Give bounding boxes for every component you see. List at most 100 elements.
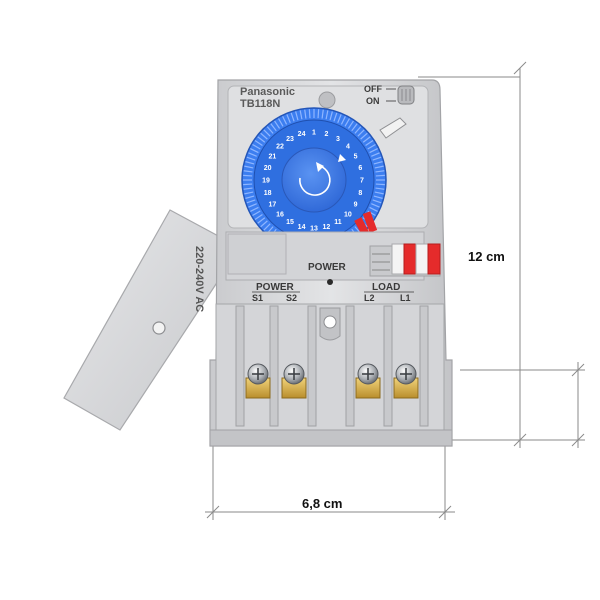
dial-tooth	[282, 116, 288, 125]
dial-number: 22	[276, 144, 284, 151]
dial-tooth	[369, 206, 378, 212]
power-indicator-led	[327, 279, 333, 285]
dial-tooth	[372, 156, 382, 161]
dial-number: 21	[269, 154, 277, 161]
cover-slot	[227, 233, 287, 275]
terminal-l1[interactable]	[393, 363, 419, 399]
dial-tooth	[375, 174, 385, 177]
terminal-s1[interactable]	[245, 363, 271, 399]
time-pointer-icon	[338, 154, 346, 162]
mounting-hole-center	[323, 315, 337, 329]
dial-tooth	[372, 199, 382, 204]
brand-label: Panasonic	[240, 86, 295, 98]
dial-number: 1	[312, 130, 316, 137]
switch-off-label: OFF	[364, 84, 382, 94]
dial-tooth	[250, 206, 259, 212]
dial-tooth	[371, 152, 380, 157]
dial-tooth	[374, 191, 384, 195]
dial-tooth	[243, 187, 253, 190]
power-indicator-label: POWER	[308, 262, 347, 273]
dial-tooth	[245, 161, 255, 165]
dial-tooth	[365, 140, 374, 147]
dial-tooth	[369, 148, 378, 154]
dial-tooth	[257, 136, 266, 143]
dial-tooth	[337, 114, 342, 123]
dial-tooth	[325, 110, 329, 120]
dial-tooth	[244, 165, 254, 169]
dial-number: 10	[344, 211, 352, 218]
dial-tooth	[244, 191, 254, 195]
dial-number: 5	[354, 154, 358, 161]
dial-tooth	[248, 152, 257, 157]
dial-tooth	[254, 140, 263, 147]
dial-number: 3	[336, 136, 340, 143]
dial-tooth	[299, 110, 303, 120]
dial-number: 23	[286, 136, 294, 143]
dial-tooth	[333, 112, 338, 122]
dial-tooth	[375, 187, 385, 190]
dial-tooth	[263, 129, 271, 137]
set-lever[interactable]	[379, 117, 407, 139]
dial-number: 16	[276, 211, 284, 218]
terminal-l2[interactable]	[355, 363, 381, 399]
dial-tooth	[257, 217, 266, 224]
dial-tooth	[317, 109, 320, 119]
dial-tooth	[277, 118, 284, 127]
detached-cover: 220-240V AC	[63, 209, 223, 431]
dial-tooth	[375, 170, 385, 173]
dial-number: 11	[334, 219, 342, 226]
switch-on-label: ON	[366, 96, 380, 106]
dial-tooth	[270, 123, 277, 132]
cover-screw-hole	[152, 321, 166, 335]
dial-number: 15	[286, 219, 294, 226]
dial-number: 17	[269, 202, 277, 209]
dial-tooth	[321, 109, 324, 119]
dial-tooth	[274, 120, 281, 129]
dial-tooth	[250, 148, 259, 154]
dial-number: 13	[310, 226, 318, 233]
terminal-l2-label: L2	[364, 293, 375, 303]
dial-tooth	[295, 111, 299, 121]
dial-tooth	[374, 165, 384, 169]
model-label: TB118N	[240, 98, 280, 110]
terminal-power-label: POWER	[256, 282, 295, 293]
rotation-arrowhead-icon	[316, 162, 324, 172]
dial-tooth	[254, 213, 263, 220]
dial-number: 14	[298, 224, 306, 231]
dial-number: 18	[264, 190, 272, 197]
terminal-s1-label: S1	[252, 293, 263, 303]
override-switches[interactable]	[369, 243, 441, 277]
dial-tooth	[329, 111, 333, 121]
dial-tooth	[243, 174, 253, 177]
terminal-s2[interactable]	[281, 363, 307, 399]
dial-tooth	[260, 132, 268, 140]
dial-tooth	[371, 203, 380, 208]
dial-number: 24	[298, 131, 306, 138]
dial-tooth	[308, 109, 311, 119]
dial-number: 19	[262, 178, 270, 185]
dial-tooth	[266, 126, 274, 134]
dial-tooth	[286, 114, 291, 123]
dial-tooth	[243, 183, 253, 186]
dial-tooth	[243, 170, 253, 173]
dial-tooth	[373, 161, 383, 165]
cover-voltage-label: 220-240V AC	[193, 246, 205, 312]
on-off-switch[interactable]	[397, 85, 415, 105]
dial-tooth	[351, 123, 358, 132]
dial-tooth	[246, 156, 256, 161]
dial-tooth	[367, 143, 376, 150]
terminal-load-label: LOAD	[372, 282, 400, 293]
dial-tooth	[252, 143, 261, 150]
dial-tooth	[344, 118, 351, 127]
red-segment[interactable]	[362, 211, 378, 233]
dial-tooth	[354, 126, 362, 134]
dial-number: 20	[264, 165, 272, 172]
dial-tooth	[304, 109, 307, 119]
dial-tooth	[252, 210, 261, 217]
dial-center-knob[interactable]	[281, 147, 347, 213]
mounting-hole-top	[318, 91, 336, 109]
dial-tooth	[245, 195, 255, 199]
